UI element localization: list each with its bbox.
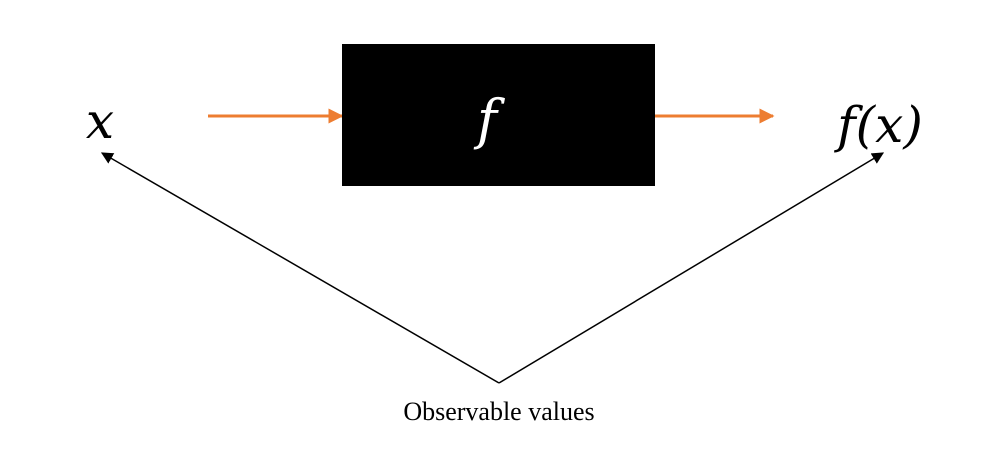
pointer-arrow-to-input [100,152,500,384]
function-box [342,44,655,186]
output-label: f(x) [833,96,923,154]
caption: Observable values [403,397,594,426]
pointer-arrow-to-output [498,152,885,384]
input-label: x [86,92,114,150]
